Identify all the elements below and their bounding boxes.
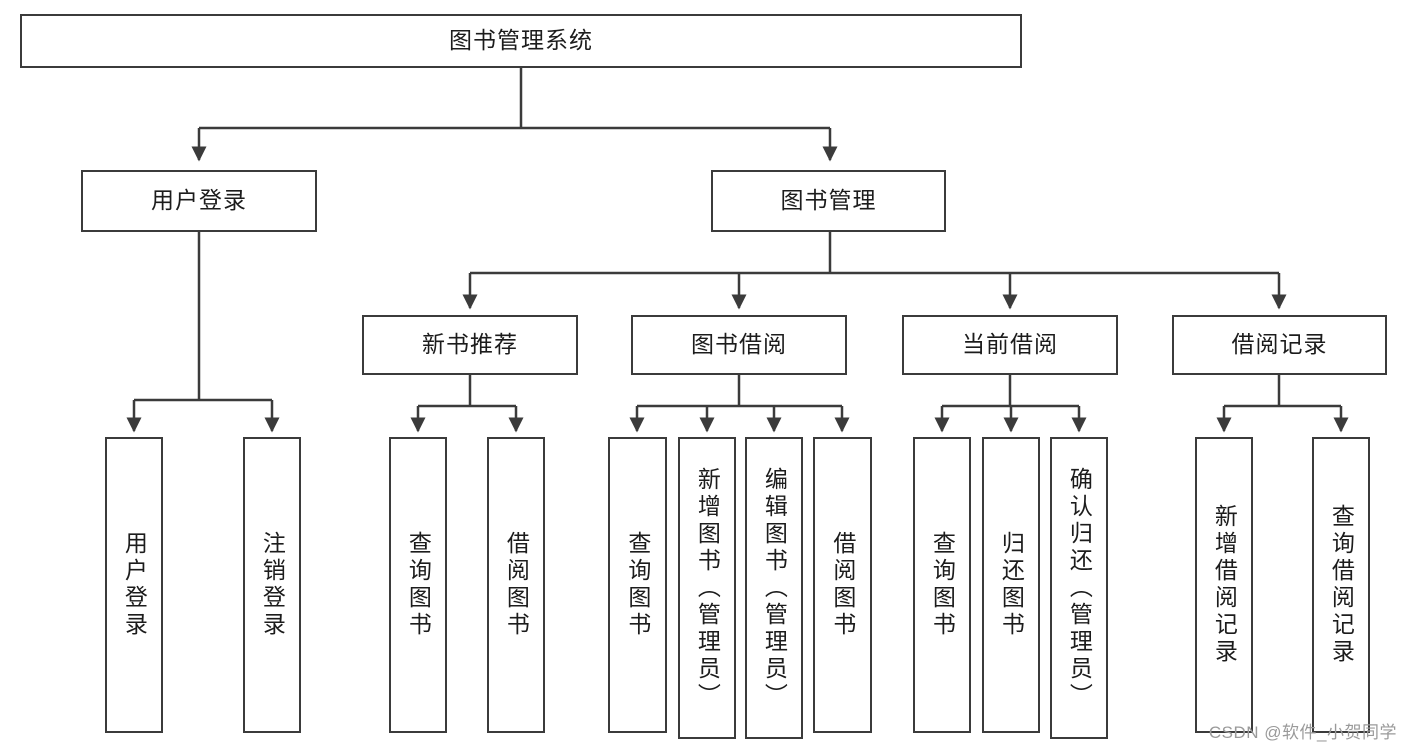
node-borrow-borrow-book[interactable]: 借阅图书 bbox=[813, 437, 872, 733]
node-borrow-record[interactable]: 借阅记录 bbox=[1172, 315, 1387, 375]
node-book-borrow-label: 图书借阅 bbox=[691, 331, 787, 358]
node-root-label: 图书管理系统 bbox=[449, 27, 593, 54]
node-user-login[interactable]: 用户登录 bbox=[81, 170, 317, 232]
node-current-confirm-return-admin[interactable]: 确认归还（管理员） bbox=[1050, 437, 1108, 739]
node-current-return-book[interactable]: 归还图书 bbox=[982, 437, 1040, 733]
node-current-confirm-return-admin-label: 确认归还（管理员） bbox=[1066, 466, 1093, 710]
node-current-return-book-label: 归还图书 bbox=[998, 531, 1025, 639]
node-user-logout-leaf-label: 注销登录 bbox=[259, 531, 286, 639]
node-root[interactable]: 图书管理系统 bbox=[20, 14, 1022, 68]
node-current-query-book[interactable]: 查询图书 bbox=[913, 437, 971, 733]
node-new-book-recommend[interactable]: 新书推荐 bbox=[362, 315, 578, 375]
node-book-management[interactable]: 图书管理 bbox=[711, 170, 946, 232]
node-book-borrow[interactable]: 图书借阅 bbox=[631, 315, 847, 375]
node-user-login-leaf[interactable]: 用户登录 bbox=[105, 437, 163, 733]
node-record-query[interactable]: 查询借阅记录 bbox=[1312, 437, 1370, 733]
node-recommend-borrow-book-label: 借阅图书 bbox=[503, 531, 530, 639]
node-borrow-record-label: 借阅记录 bbox=[1231, 331, 1328, 358]
node-user-login-leaf-label: 用户登录 bbox=[121, 531, 148, 639]
node-record-query-label: 查询借阅记录 bbox=[1328, 504, 1355, 666]
node-borrow-add-book-admin[interactable]: 新增图书（管理员） bbox=[678, 437, 736, 739]
node-user-login-label: 用户登录 bbox=[151, 187, 247, 214]
node-current-query-book-label: 查询图书 bbox=[929, 531, 956, 639]
node-borrow-query-book-label: 查询图书 bbox=[624, 531, 651, 639]
node-borrow-query-book[interactable]: 查询图书 bbox=[608, 437, 667, 733]
node-borrow-edit-book-admin-label: 编辑图书（管理员） bbox=[761, 466, 788, 710]
node-record-add-label: 新增借阅记录 bbox=[1211, 504, 1238, 666]
node-recommend-query-book[interactable]: 查询图书 bbox=[389, 437, 447, 733]
node-new-book-recommend-label: 新书推荐 bbox=[422, 331, 518, 358]
node-recommend-borrow-book[interactable]: 借阅图书 bbox=[487, 437, 545, 733]
node-current-borrow-label: 当前借阅 bbox=[962, 331, 1058, 358]
node-record-add[interactable]: 新增借阅记录 bbox=[1195, 437, 1253, 733]
csdn-watermark: CSDN @软件_小贺同学 bbox=[1208, 723, 1397, 742]
node-recommend-query-book-label: 查询图书 bbox=[405, 531, 432, 639]
node-current-borrow[interactable]: 当前借阅 bbox=[902, 315, 1118, 375]
node-user-logout-leaf[interactable]: 注销登录 bbox=[243, 437, 301, 733]
node-borrow-add-book-admin-label: 新增图书（管理员） bbox=[694, 466, 721, 710]
node-borrow-edit-book-admin[interactable]: 编辑图书（管理员） bbox=[745, 437, 803, 739]
node-borrow-borrow-book-label: 借阅图书 bbox=[829, 531, 856, 639]
node-book-management-label: 图书管理 bbox=[780, 187, 877, 214]
